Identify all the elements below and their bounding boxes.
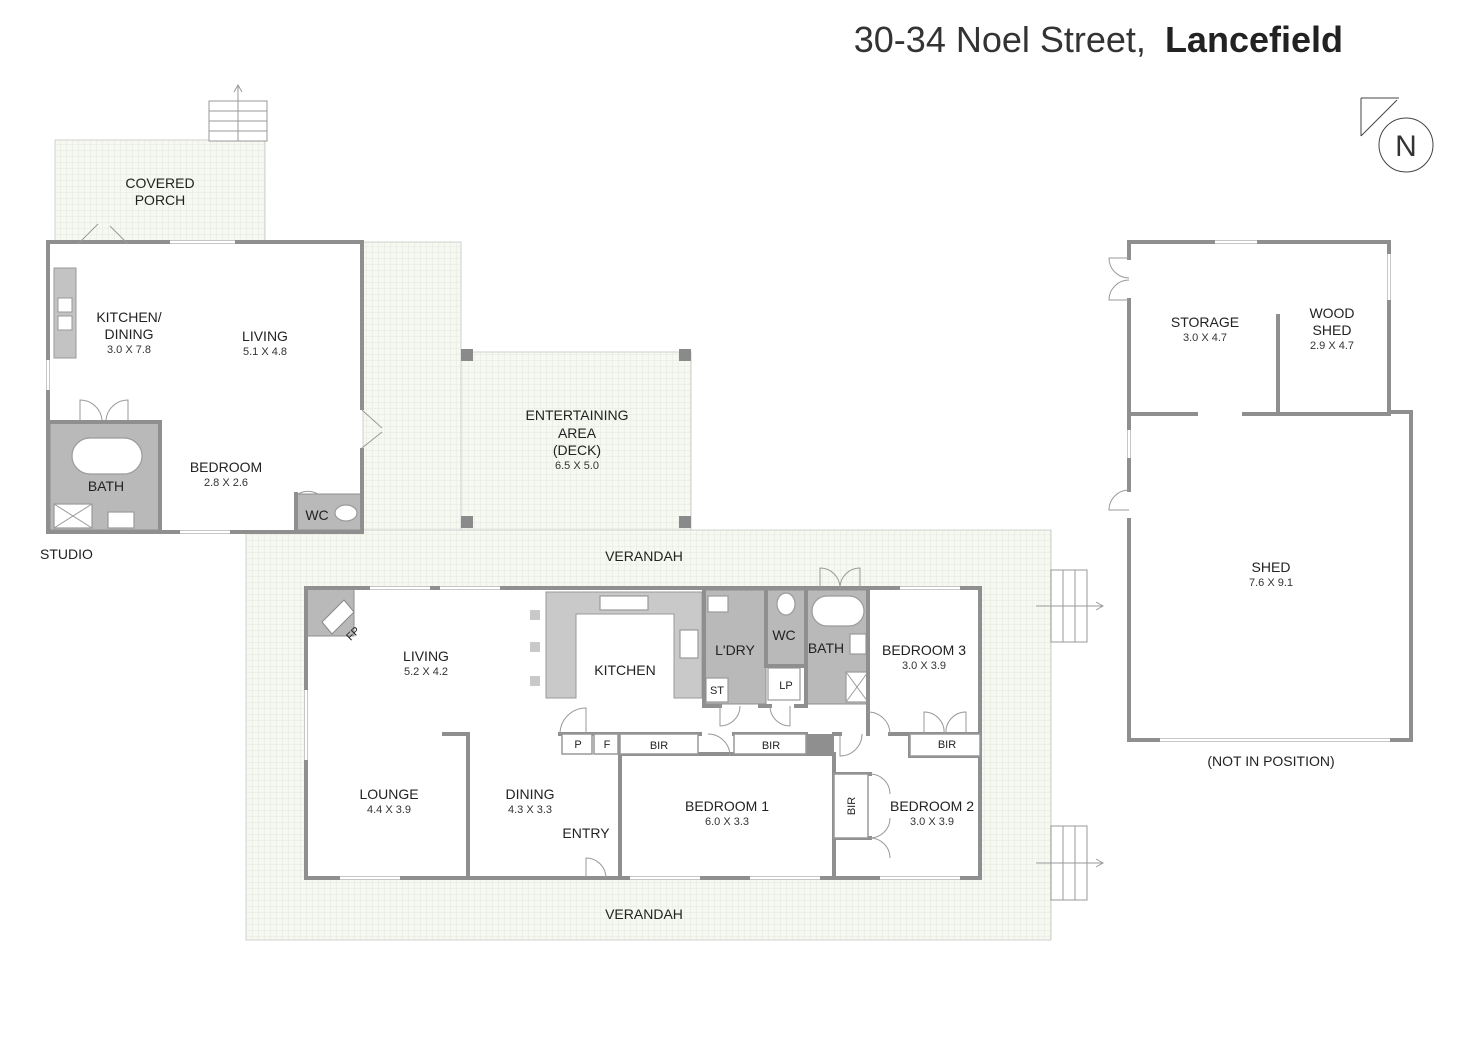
studio-wc-label: WC: [305, 507, 328, 523]
studio-kitchen-label-2: DINING: [105, 326, 154, 342]
dining-label: DINING: [506, 786, 555, 802]
entertaining-label-1: ENTERTAINING: [526, 407, 629, 423]
title-suburb: Lancefield: [1165, 19, 1343, 60]
north-compass-icon: N: [1360, 97, 1434, 173]
studio-bedroom-label: BEDROOM: [190, 459, 262, 475]
bir-label-2: BIR: [762, 740, 780, 752]
studio-living-label: LIVING: [242, 328, 288, 344]
kitchen-label: KITCHEN: [594, 662, 655, 678]
living-label: LIVING: [403, 648, 449, 664]
main-house: [304, 567, 982, 880]
storage-label: STORAGE: [1171, 314, 1239, 330]
studio-kitchen-dim: 3.0 X 7.8: [107, 344, 151, 356]
entertaining-dim: 6.5 X 5.0: [555, 460, 599, 472]
wood-shed-label-1: WOOD: [1309, 305, 1354, 321]
shed-dim: 7.6 X 9.1: [1249, 577, 1293, 589]
bedroom3-dim: 3.0 X 3.9: [902, 660, 946, 672]
dining-dim: 4.3 X 3.3: [508, 804, 552, 816]
bedroom3-label: BEDROOM 3: [882, 642, 966, 658]
studio-bath-label: BATH: [88, 478, 124, 494]
bir-label-3: BIR: [938, 739, 956, 751]
bir-label-4: BIR: [846, 797, 858, 815]
verandah-bottom-label: VERANDAH: [605, 906, 683, 922]
title: 30-34 Noel Street, Lancefield: [854, 19, 1343, 60]
wc-label: WC: [772, 627, 795, 643]
bir-label-1: BIR: [650, 740, 668, 752]
studio-bedroom-dim: 2.8 X 2.6: [204, 477, 248, 489]
bedroom1-label: BEDROOM 1: [685, 798, 769, 814]
bedroom2-dim: 3.0 X 3.9: [910, 816, 954, 828]
compass-letter: N: [1395, 130, 1417, 163]
covered-porch-label-2: PORCH: [135, 192, 186, 208]
title-address: 30-34 Noel Street,: [854, 19, 1146, 60]
lounge-dim: 4.4 X 3.9: [367, 804, 411, 816]
lp-label: LP: [779, 680, 792, 692]
covered-porch-label-1: COVERED: [125, 175, 194, 191]
entertaining-label-2: AREA: [558, 425, 597, 441]
laundry-label: L'DRY: [715, 642, 755, 658]
shed-label: SHED: [1252, 559, 1291, 575]
living-dim: 5.2 X 4.2: [404, 666, 448, 678]
entertaining-deck-area: [362, 241, 462, 533]
studio-building: [46, 223, 383, 534]
shed-building: [1108, 240, 1413, 742]
wood-shed-dim: 2.9 X 4.7: [1310, 340, 1354, 352]
studio-label: STUDIO: [40, 546, 93, 562]
studio-kitchen-label-1: KITCHEN/: [96, 309, 161, 325]
studio-living-dim: 5.1 X 4.8: [243, 346, 287, 358]
st-label: ST: [710, 685, 724, 697]
entry-label: ENTRY: [562, 825, 610, 841]
fridge-label: F: [604, 739, 611, 751]
bath-label: BATH: [808, 640, 844, 656]
entertaining-label-3: (DECK): [553, 442, 601, 458]
shed-note: (NOT IN POSITION): [1207, 753, 1334, 769]
porch-stairs: [208, 83, 268, 142]
pantry-label: P: [574, 739, 581, 751]
east-stairs-top: [1036, 569, 1105, 643]
verandah-top-label: VERANDAH: [605, 548, 683, 564]
wood-shed-label-2: SHED: [1313, 322, 1352, 338]
lounge-label: LOUNGE: [359, 786, 418, 802]
bedroom2-label: BEDROOM 2: [890, 798, 974, 814]
east-stairs-bottom: [1036, 825, 1105, 901]
storage-dim: 3.0 X 4.7: [1183, 332, 1227, 344]
bedroom1-dim: 6.0 X 3.3: [705, 816, 749, 828]
